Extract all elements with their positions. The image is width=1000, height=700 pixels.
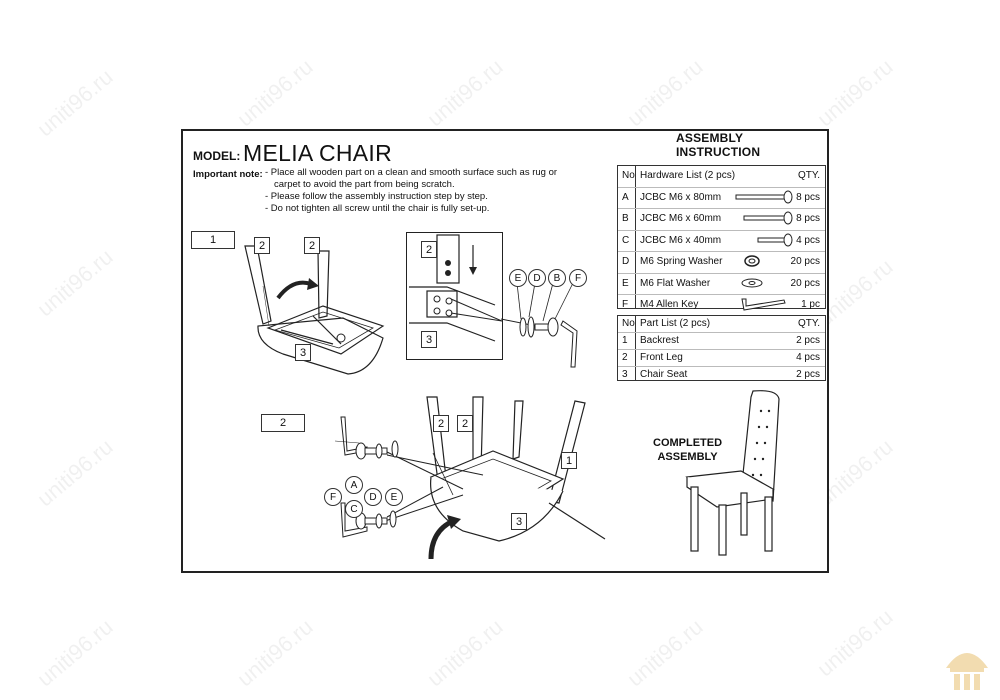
watermark-text: uniti96.ru xyxy=(422,613,508,692)
step-2-drawing xyxy=(334,396,606,560)
note-line: - Place all wooden part on a clean and s… xyxy=(265,167,558,178)
chair-seat-drawing xyxy=(430,476,564,542)
model-label: MODEL: xyxy=(193,149,241,163)
watermark-text: uniti96.ru xyxy=(622,613,708,692)
watermark-text: uniti96.ru xyxy=(812,603,898,682)
detail-drawing xyxy=(409,234,502,342)
arrow-head-icon xyxy=(307,278,319,290)
front-leg-drawing xyxy=(512,400,524,460)
seat-frame-drawing xyxy=(266,305,385,355)
part-label-b: B xyxy=(548,269,566,287)
spring-washer-drawing xyxy=(375,443,383,459)
column-header-no: No xyxy=(622,318,635,329)
table-row: 1 Backrest 2 pcs xyxy=(618,333,825,350)
table-row: E M6 Flat Washer 20 pcs xyxy=(618,274,825,295)
table-header-row: No Hardware List (2 pcs) QTY. xyxy=(618,166,825,188)
flat-washer-icon xyxy=(741,278,763,287)
note-line: - Please follow the assembly instruction… xyxy=(265,191,488,202)
flat-washer-drawing xyxy=(527,316,535,338)
flat-washer-drawing xyxy=(391,440,399,458)
table-row: D M6 Spring Washer 20 pcs xyxy=(618,252,825,274)
brand-logo xyxy=(946,653,988,690)
arrow-head-icon xyxy=(447,515,461,529)
part-label-d: D xyxy=(364,488,382,506)
bolt-drawing xyxy=(336,333,346,343)
completed-assembly-label: COMPLETED ASSEMBLY xyxy=(653,437,723,463)
part-label-f: F xyxy=(569,269,587,287)
part-label-leg: 2 xyxy=(433,415,449,432)
flat-washer-drawing xyxy=(389,510,397,528)
front-leg-drawing xyxy=(317,250,330,319)
hardware-list-table: No Hardware List (2 pcs) QTY. A JCBC M6 … xyxy=(617,165,826,311)
part-label-leg: 2 xyxy=(421,241,437,258)
header-title: ASSEMBLY INSTRUCTION xyxy=(676,131,761,159)
watermark-text: uniti96.ru xyxy=(422,53,508,132)
part-label-f: F xyxy=(324,488,342,506)
rotate-arrow-icon xyxy=(276,280,312,300)
part-label-leg: 2 xyxy=(457,415,473,432)
watermark-text: uniti96.ru xyxy=(232,613,318,692)
long-bolt-icon xyxy=(735,190,793,203)
front-leg-drawing xyxy=(718,504,727,556)
watermark-text: uniti96.ru xyxy=(622,53,708,132)
important-note-text: - Place all wooden part on a clean and s… xyxy=(265,167,557,215)
important-note-label: Important note: xyxy=(193,169,263,180)
watermark-text: uniti96.ru xyxy=(32,433,118,512)
watermark-text: uniti96.ru xyxy=(232,53,318,132)
part-label-c: C xyxy=(345,500,363,518)
column-header-qty: QTY. xyxy=(797,170,820,181)
watermark-text: uniti96.ru xyxy=(32,63,118,142)
spring-washer-icon xyxy=(744,255,760,267)
watermark-text: uniti96.ru xyxy=(32,613,118,692)
part-label-seat: 3 xyxy=(421,331,437,348)
front-leg-drawing xyxy=(690,486,699,552)
short-bolt-icon xyxy=(757,233,793,246)
spring-washer-drawing xyxy=(519,317,527,337)
table-header-row: No Part List (2 pcs) QTY. xyxy=(618,316,825,333)
rotate-arrow-icon xyxy=(428,518,455,560)
note-line: carpet to avoid the part from being scra… xyxy=(274,179,455,190)
front-leg-drawing xyxy=(764,496,773,552)
table-row: 3 Chair Seat 2 pcs xyxy=(622,369,820,380)
part-label-leg: 2 xyxy=(304,237,320,254)
column-header-no: No xyxy=(622,170,635,181)
step-2-label: 2 xyxy=(261,414,305,432)
watermark-text: uniti96.ru xyxy=(32,243,118,322)
table-row: A JCBC M6 x 80mm 8 pcs xyxy=(618,188,825,209)
table-row: 2 Front Leg 4 pcs xyxy=(618,350,825,367)
medium-bolt-icon xyxy=(743,211,793,225)
chair-seat-drawing xyxy=(257,317,384,375)
watermark-text: uniti96.ru xyxy=(812,53,898,132)
allen-key-drawing xyxy=(560,320,578,368)
front-leg-drawing xyxy=(244,245,272,325)
column-header-name: Part List (2 pcs) xyxy=(640,318,711,329)
part-label-backrest: 1 xyxy=(561,452,577,469)
table-row: B JCBC M6 x 60mm 8 pcs xyxy=(618,209,825,231)
column-header-name: Hardware List (2 pcs) xyxy=(640,170,736,181)
part-label-e: E xyxy=(385,488,403,506)
table-row: C JCBC M6 x 40mm 4 pcs xyxy=(618,231,825,252)
part-label-leg: 2 xyxy=(254,237,270,254)
part-label-e: E xyxy=(509,269,527,287)
model-name: MELIA CHAIR xyxy=(243,140,393,166)
hardware-exploded-drawing xyxy=(501,282,578,368)
step-1-label: 1 xyxy=(191,231,235,249)
completed-chair-drawing xyxy=(685,390,780,556)
part-label-seat: 3 xyxy=(511,513,527,530)
part-label-d: D xyxy=(528,269,546,287)
allen-key-icon xyxy=(741,298,786,311)
spring-washer-drawing xyxy=(375,513,383,529)
column-header-qty: QTY. xyxy=(797,318,820,329)
instruction-sheet: ASSEMBLY INSTRUCTION MODEL: MELIA CHAIR … xyxy=(181,129,829,573)
part-label-a: A xyxy=(345,476,363,494)
part-list-table: No Part List (2 pcs) QTY. 1 Backrest 2 p… xyxy=(617,315,826,381)
table-row: F M4 Allen Key 1 pc xyxy=(622,298,820,311)
note-line: - Do not tighten all screw until the cha… xyxy=(265,203,490,214)
step-1-drawing xyxy=(244,245,385,375)
part-label-seat: 3 xyxy=(295,344,311,361)
